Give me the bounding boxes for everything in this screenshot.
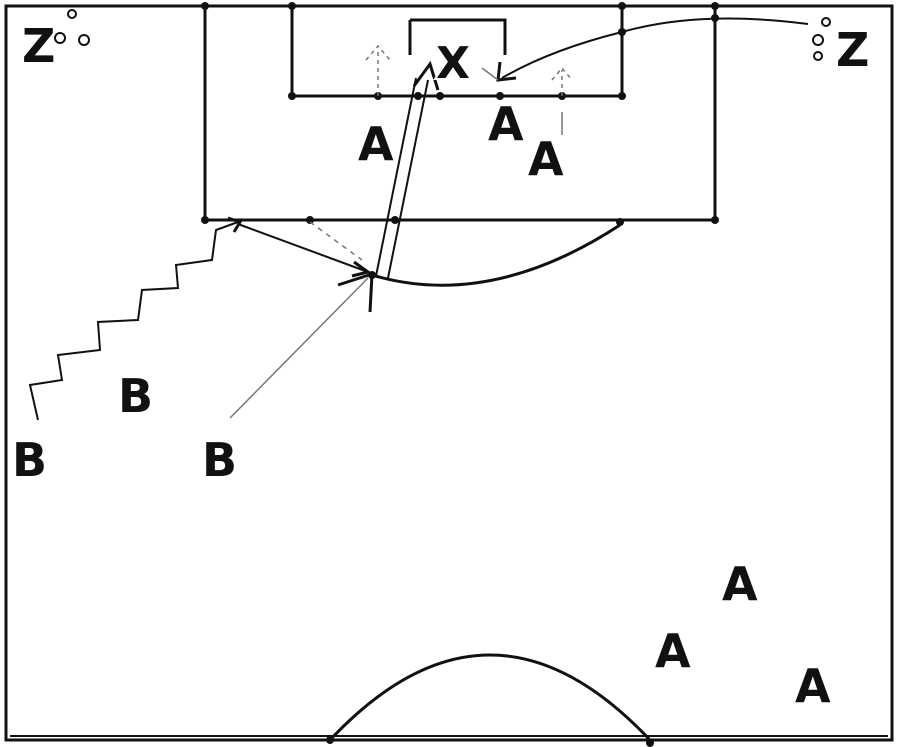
label-defender-5: A [655, 624, 691, 678]
goal [408, 18, 507, 55]
centre-circle-arc [328, 653, 652, 742]
cross-path [501, 17, 809, 79]
cross-dash [481, 67, 499, 81]
shot-line-b [387, 79, 429, 279]
label-defender-3: A [528, 132, 564, 186]
label-z-left: Z [22, 19, 55, 73]
pass-arrow-to-runner [237, 223, 369, 273]
label-defender-6: A [795, 659, 831, 713]
goal-area [290, 6, 624, 98]
run-line [229, 277, 369, 419]
dribble-arrowhead [227, 216, 243, 233]
pitch-boundary [4, 4, 894, 742]
defender-move-right [551, 66, 573, 96]
label-defender-2: A [488, 97, 524, 151]
runner-mark [337, 272, 374, 313]
label-target-x: X [436, 38, 470, 89]
dribble-path [28, 221, 239, 421]
label-defender-1: A [358, 117, 394, 171]
label-defender-4: A [722, 557, 758, 611]
pass-arrowhead [351, 260, 372, 278]
shot-line-a [375, 77, 417, 277]
shot-arrowhead [412, 60, 440, 91]
defender-move-left [365, 44, 391, 96]
penalty-arc [371, 223, 621, 287]
line-markers [201, 2, 719, 747]
pass-dashed [309, 221, 363, 261]
penalty-area [203, 6, 717, 222]
label-attacker-3: B [202, 433, 237, 487]
label-z-right: Z [836, 23, 869, 77]
label-attacker-2: B [12, 433, 47, 487]
cones-right [812, 17, 831, 61]
label-attacker-1: B [118, 369, 153, 423]
cones-left [54, 9, 90, 46]
